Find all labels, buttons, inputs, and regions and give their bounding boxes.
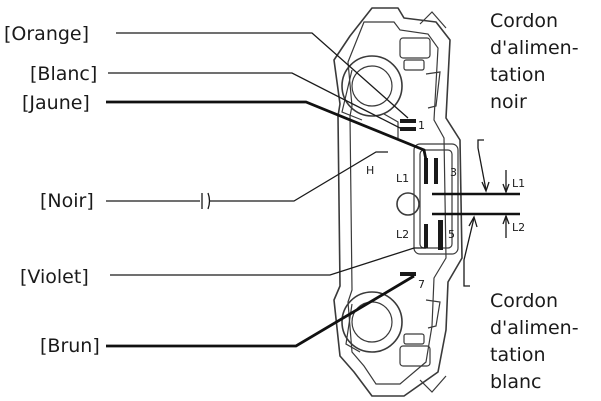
leader-blanc — [108, 72, 401, 129]
terminal-3-left — [424, 158, 428, 184]
terminal-block-housing — [333, 7, 463, 397]
leader-lines — [106, 32, 428, 348]
pin-5-label: 5 — [448, 228, 455, 241]
dim-l1-arrow — [502, 183, 510, 194]
terminal-1b — [400, 127, 416, 131]
cordon-noir-label: Cordon d'alimen- tation noir — [490, 10, 579, 113]
cordon-noir-line-4: noir — [490, 91, 527, 113]
leader-jaune — [106, 100, 428, 161]
dim-l2-arrow — [502, 214, 510, 225]
label-jaune: [Jaune] — [22, 92, 90, 114]
cordon-noir-line-3: tation — [490, 64, 546, 86]
terminal-3-right — [434, 158, 438, 184]
terminal-7 — [400, 272, 416, 276]
terminal-5 — [438, 220, 443, 250]
leader-violet — [110, 247, 426, 276]
cordon-blanc-line-3: tation — [490, 344, 546, 366]
leader-noir-b — [210, 151, 388, 202]
cordon-noir-line-1: Cordon — [490, 10, 558, 32]
pin-1-label: 1 — [418, 119, 425, 132]
label-noir: [Noir] — [40, 190, 94, 212]
leader-orange — [116, 32, 409, 119]
cordon-blanc-line-4: blanc — [490, 371, 541, 393]
pin-7-label: 7 — [418, 278, 425, 291]
arrow-cordon-noir — [481, 181, 490, 193]
label-orange: [Orange] — [4, 23, 89, 45]
dimension-labels: L1 L2 — [512, 177, 525, 234]
pin-3-label: 3 — [450, 166, 457, 179]
terminal-5-left — [424, 224, 428, 248]
pin-l2-label: L2 — [396, 228, 409, 241]
side-l1-label: L1 — [512, 177, 525, 190]
leader-cordon-noir — [477, 139, 487, 191]
cordon-blanc-label: Cordon d'alimen- tation blanc — [490, 290, 579, 393]
pin-l1-label: L1 — [396, 172, 409, 185]
cordon-noir-line-2: d'alimen- — [490, 37, 579, 59]
capacitor-plate-2 — [207, 192, 211, 210]
pin-markings: 1 3 5 7 H L1 L2 — [366, 119, 457, 291]
side-l2-label: L2 — [512, 221, 525, 234]
cordon-blanc-line-1: Cordon — [490, 290, 558, 312]
leader-cordon-blanc — [463, 217, 475, 287]
terminal-1 — [400, 119, 416, 123]
label-blanc: [Blanc] — [30, 63, 97, 85]
arrow-cordon-blanc — [468, 215, 478, 228]
power-cord-wires — [432, 139, 520, 287]
terminals — [400, 119, 443, 276]
wire-labels: [Orange] [Blanc] [Jaune] [Noir] [Violet]… — [4, 23, 100, 357]
leader-brun — [106, 274, 415, 348]
label-violet: [Violet] — [20, 266, 89, 288]
label-brun: [Brun] — [40, 335, 100, 357]
pin-h-label: H — [366, 164, 374, 177]
cordon-blanc-line-2: d'alimen- — [490, 317, 579, 339]
